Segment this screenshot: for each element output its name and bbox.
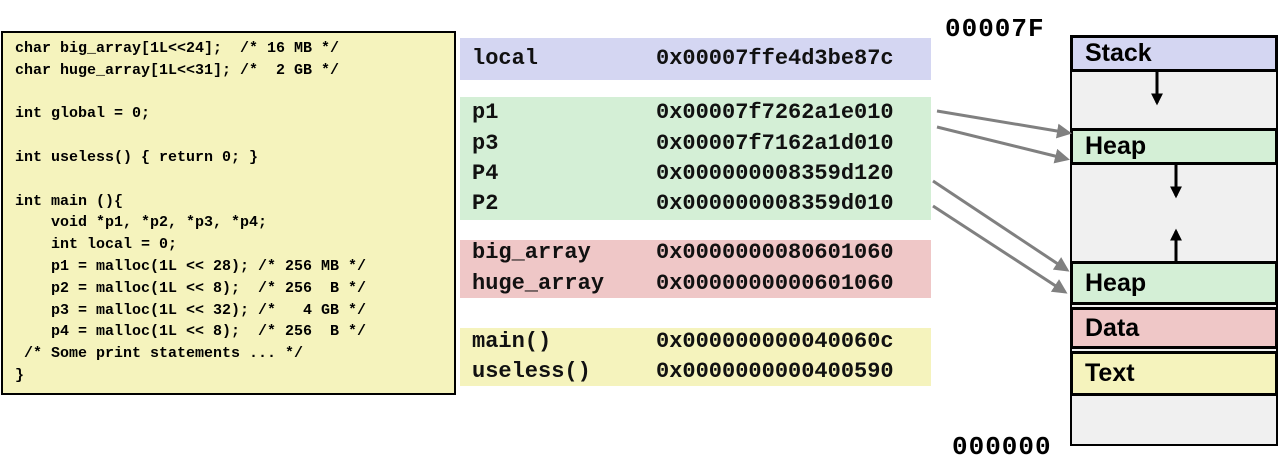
var-name-p4: P4 — [472, 161, 499, 186]
text-band — [460, 328, 931, 386]
code-line: char big_array[1L<<24]; /* 16 MB */ — [15, 40, 340, 57]
code-line: p1 = malloc(1L << 28); /* 256 MB */ — [15, 257, 367, 275]
var-addr-main: 0x000000000040060c — [656, 329, 894, 354]
var-addr-huge-array: 0x0000000000601060 — [656, 271, 894, 296]
code-line: p4 = malloc(1L << 8); /* 256 B */ — [15, 323, 367, 341]
var-addr-p3: 0x00007f7162a1d010 — [656, 131, 894, 156]
code-line: void *p1, *p2, *p3, *p4; — [15, 214, 268, 232]
code-line: char huge_array[1L<<31]; /* 2 GB */ — [15, 61, 340, 79]
var-name-useless: useless() — [472, 359, 591, 384]
code-line: int global = 0; — [15, 105, 151, 123]
var-name-big-array: big_array — [472, 240, 591, 265]
var-addr-useless: 0x0000000000400590 — [656, 359, 894, 384]
code-line: /* Some print statements ... */ — [15, 345, 304, 363]
top-address-label: 00007F — [945, 14, 1045, 44]
var-addr-local: 0x00007ffe4d3be87c — [656, 46, 894, 71]
var-name-p3: p3 — [472, 131, 499, 156]
code-line: } — [15, 366, 25, 384]
var-name-p1: p1 — [472, 100, 499, 125]
heap-segment-lower: Heap — [1070, 261, 1278, 305]
code-line: int local = 0; — [15, 236, 178, 254]
var-name-local: local — [472, 46, 539, 71]
var-addr-big-array: 0x0000000080601060 — [656, 240, 894, 265]
code-line: p2 = malloc(1L << 8); /* 256 B */ — [15, 279, 367, 297]
pointer-band — [460, 97, 931, 220]
heap-segment-upper: Heap — [1070, 128, 1278, 165]
bottom-address-label: 000000 — [952, 432, 1052, 460]
var-addr-p1: 0x00007f7262a1e010 — [656, 100, 894, 125]
local-band — [460, 38, 931, 80]
var-name-main: main() — [472, 329, 552, 354]
var-addr-p4: 0x000000008359d120 — [656, 161, 894, 186]
var-name-p2: P2 — [472, 191, 499, 216]
code-line: int useless() { return 0; } — [15, 148, 259, 166]
code-panel: char big_array[1L<<24]; /* 16 MB */ char… — [1, 31, 456, 395]
text-segment: Text — [1070, 351, 1278, 396]
arrow-p4-to-heap — [932, 179, 1070, 272]
stack-segment: Stack — [1070, 35, 1278, 72]
var-name-huge-array: huge_array — [472, 271, 605, 296]
arrow-p2-to-heap — [932, 204, 1068, 294]
var-addr-p2: 0x000000008359d010 — [656, 191, 894, 216]
arrow-p3-to-heap — [936, 125, 1070, 164]
code-line: p3 = malloc(1L << 32); /* 4 GB */ — [15, 301, 367, 319]
arrow-p1-to-heap — [936, 109, 1072, 139]
code-line: int main (){ — [15, 192, 124, 210]
data-band — [460, 240, 931, 298]
data-segment: Data — [1070, 307, 1278, 349]
